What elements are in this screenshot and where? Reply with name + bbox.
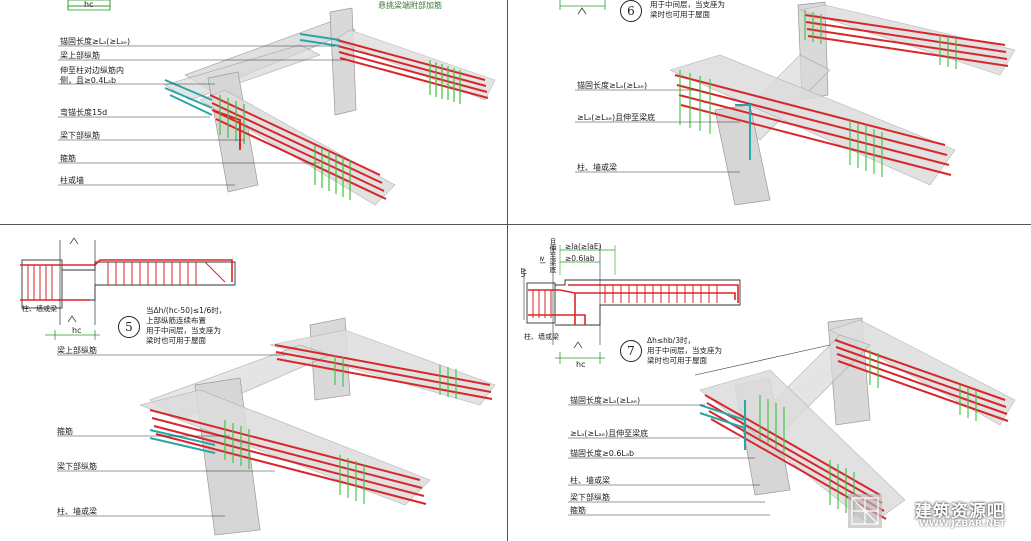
bl-detail-number: 5 [118,316,140,338]
br-detail-number: 7 [620,340,642,362]
tl-top-note: 悬挑梁端附部加筋 [378,1,442,10]
panel-br-drawing [523,245,1016,526]
bl-note-4: 梁时也可用于屋面 [146,336,206,345]
tr-label-column-wall-beam: 柱、墙或梁 [577,163,617,172]
tl-label-stirrup: 箍筋 [60,154,76,163]
tl-label-bend-anchor: 弯锚长度15d [60,108,108,117]
bl-note-1: 当Δh/(hc-50)≤1/6时， [146,306,227,315]
br-note-1: Δh≤hb/3时， [647,336,695,345]
tl-label-anchor-length: 锚固长度≥Lₐ(≥Lₐₑ) [60,37,131,46]
br-note-2: 用于中间层，当支座为 [647,346,722,355]
br-label-anchor-06: 锚固长度≥0.6Lₐb [570,449,635,458]
tr-note-2: 梁时也可用于屋面 [650,10,710,19]
tr-detail-number: 6 [620,0,642,22]
tl-label-beam-bottom-bar: 梁下部纵筋 [60,131,100,140]
watermark-emblem [848,494,882,528]
bl-label-beam-bottom-bar: 梁下部纵筋 [57,462,97,471]
panel-bl-drawing [20,237,496,536]
divider-horizontal [0,224,1031,225]
tl-label-extend-1: 伸至柱对边纵筋内 [60,66,124,75]
tr-label-la-extend: ≥Lₐ(≥Lₐₑ)且伸至梁底 [577,113,656,122]
br-note-3: 梁时也可用于屋面 [647,356,707,365]
bl-hc-label: hc [72,326,82,335]
br-col-label: 柱、墙或梁 [524,333,559,341]
watermark-url: WWW.JZBAR.NET [919,519,1006,529]
br-label-column-wall-beam: 柱、墙或梁 [570,476,610,485]
bl-label-stirrup: 箍筋 [57,427,73,436]
bl-note-2: 上部纵筋连续布置 [146,316,206,325]
bl-label-beam-top-bar: 梁上部纵筋 [57,346,97,355]
watermark-title: 建筑资源吧 [915,502,1005,522]
panel-tr-drawing [559,0,1016,206]
br-label-anchor-length: 锚固长度≥Lₐ(≥Lₐₑ) [570,396,641,405]
tr-label-anchor-length: 锚固长度≥Lₐ(≥Lₐₑ) [577,81,648,90]
br-label-beam-bottom-bar: 梁下部纵筋 [570,493,610,502]
br-dim-1: ≥la(≥laE) [565,242,602,251]
tl-label-beam-top-bar: 梁上部纵筋 [60,51,100,60]
tr-note-1: 用于中间层，当支座为 [650,0,725,9]
br-label-stirrup: 箍筋 [570,506,586,515]
br-dh-label: Δh [519,268,527,278]
tl-hc-label: hc [84,0,94,9]
br-dim-2: ≥0.6lab [565,254,595,263]
bl-note-3: 用于中间层，当支座为 [146,326,221,335]
panel-tl-drawing [58,0,496,206]
br-vertical-note-2: ≥l [538,256,546,264]
br-vertical-note-1: 且伸至梁底 [549,238,557,273]
br-hc-label: hc [576,360,586,369]
tl-label-column-wall: 柱或墙 [60,176,84,185]
tl-label-extend-2: 侧，且≥0.4Lₐb [60,76,117,85]
bl-col-label: 柱、墙或梁 [22,305,57,313]
divider-vertical [507,0,508,541]
watermark: 建筑资源吧 WWW.JZBAR.NET [875,493,1025,537]
bl-label-column-wall-beam: 柱、墙或梁 [57,507,97,516]
br-label-la-extend: ≥Lₐ(≥Lₐₑ)且伸至梁底 [570,429,649,438]
